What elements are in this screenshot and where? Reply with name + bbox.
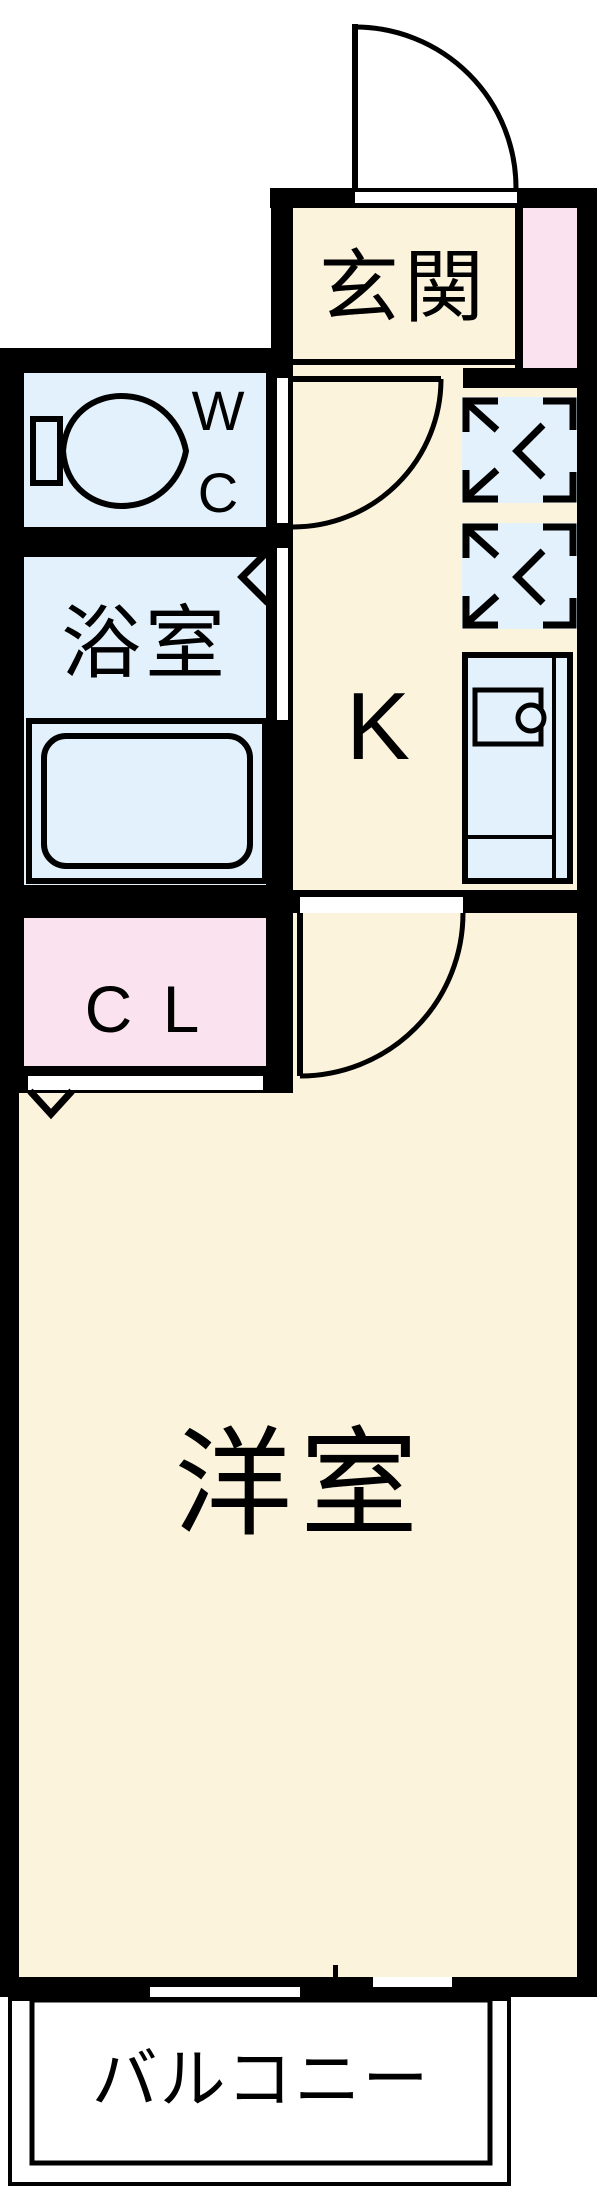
sliding-window-sash-left bbox=[150, 1977, 373, 1987]
wall-left bbox=[0, 348, 19, 1997]
wall-room-top bbox=[0, 890, 597, 913]
wall-wc-top bbox=[0, 348, 293, 372]
wc-label: W C bbox=[191, 379, 245, 524]
entrance-door-swing-icon bbox=[352, 24, 519, 190]
closet-floor bbox=[19, 913, 271, 1071]
wall-genkan-bottom bbox=[463, 368, 597, 388]
shoe-cabinet-divider bbox=[515, 207, 523, 368]
bathroom-label: 浴室 bbox=[61, 599, 229, 688]
genkan-floor bbox=[293, 207, 515, 365]
sliding-window-sash-right bbox=[300, 1987, 452, 1997]
wall-wc-bath-divider bbox=[0, 532, 293, 552]
balcony-label: バルコニー bbox=[91, 2042, 431, 2116]
wall-closet-right bbox=[271, 913, 293, 1093]
entrance-opening bbox=[355, 192, 517, 203]
sliding-window-center-tick bbox=[333, 1965, 338, 2008]
room-door-opening bbox=[300, 897, 463, 913]
bath-door-opening bbox=[277, 548, 288, 720]
genkan-step-line bbox=[293, 359, 517, 365]
genkan-label: 玄関 bbox=[319, 243, 489, 332]
wc-door-opening bbox=[277, 378, 288, 523]
closet-label: C L bbox=[84, 972, 206, 1046]
shoe-cabinet-floor bbox=[522, 207, 577, 368]
western-room-label: 洋室 bbox=[173, 1419, 426, 1551]
kitchen-hall-floor bbox=[293, 358, 577, 890]
wall-right bbox=[577, 188, 597, 1997]
closet-door-opening bbox=[28, 1076, 263, 1090]
kitchen-label: K bbox=[345, 673, 411, 780]
